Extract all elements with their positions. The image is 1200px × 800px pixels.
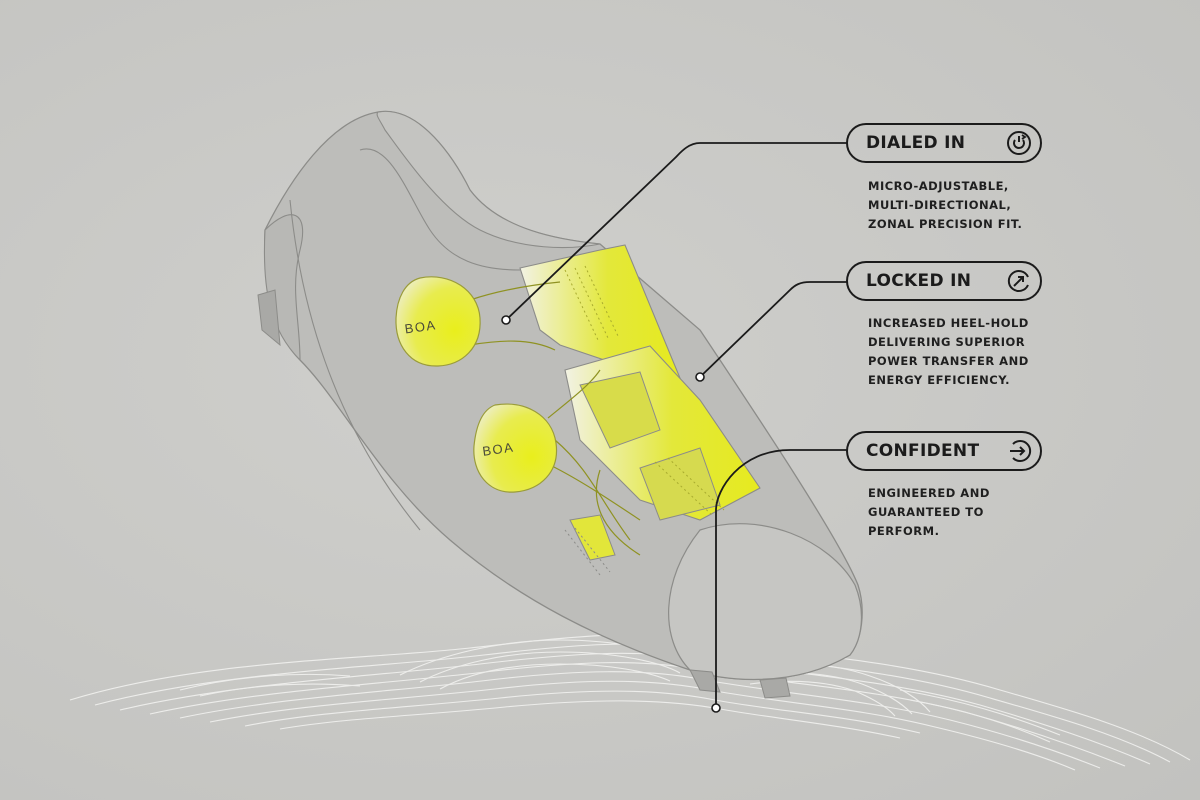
locked-in-description: INCREASED HEEL-HOLD DELIVERING SUPERIOR … <box>868 316 1029 387</box>
locked-in-pill: LOCKED IN <box>846 261 1042 301</box>
dialed-in-anchor-dot <box>501 315 511 325</box>
boa-laces <box>469 281 641 556</box>
dialed-in-leader <box>505 142 848 321</box>
locked-in-anchor-dot <box>695 372 705 382</box>
locked-arrow-icon <box>1006 268 1032 294</box>
boa-logo-text: BOA <box>404 317 438 336</box>
boa-logo-text: BOA <box>481 440 515 459</box>
confident-title: CONFIDENT <box>866 441 980 461</box>
shoe-shell <box>257 110 863 699</box>
locked-in-leader <box>699 281 848 378</box>
callout-lines <box>505 142 848 708</box>
terrain-contours <box>69 633 1191 771</box>
callout-dots <box>501 315 721 713</box>
boa-dial-lower: BOA <box>473 403 558 493</box>
dialed-in-description: MICRO-ADJUSTABLE, MULTI-DIRECTIONAL, ZON… <box>868 179 1023 231</box>
boa-dial-upper: BOA <box>395 276 481 367</box>
dial-clockwise-icon <box>1006 130 1032 156</box>
confident-description: ENGINEERED AND GUARANTEED TO PERFORM. <box>868 486 990 538</box>
dialed-in-title: DIALED IN <box>866 133 966 153</box>
lower-strap <box>564 345 761 576</box>
confident-leader <box>715 449 848 708</box>
locked-in-title: LOCKED IN <box>866 271 972 291</box>
dialed-in-pill: DIALED IN <box>846 123 1042 163</box>
confident-anchor-dot <box>711 703 721 713</box>
confident-pill: CONFIDENT <box>846 431 1042 471</box>
confident-arrow-icon <box>1006 438 1032 464</box>
